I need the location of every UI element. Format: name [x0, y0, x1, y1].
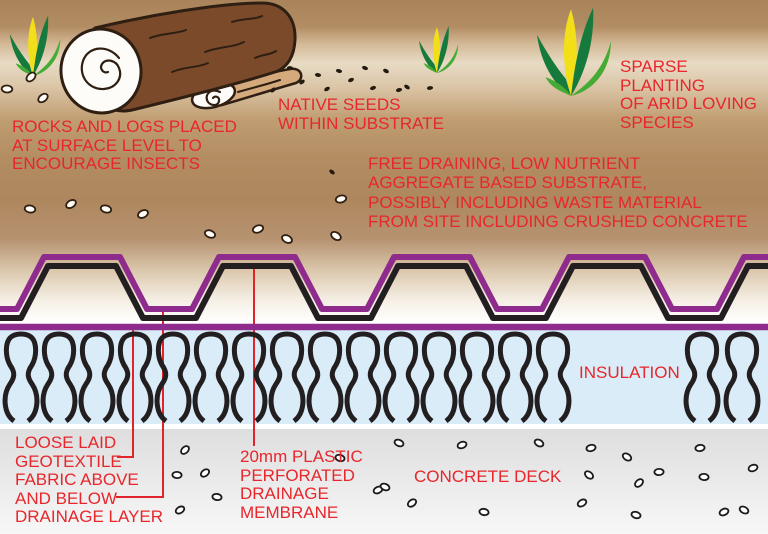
concrete-speckle [393, 438, 405, 448]
label-native-seeds: NATIVE SEEDS WITHIN SUBSTRATE [278, 95, 444, 133]
seed [329, 169, 335, 175]
label-drainage-membrane: 20mm PLASTIC PERFORATED DRAINAGE MEMBRAN… [240, 447, 363, 522]
seed [426, 86, 434, 90]
seed [324, 86, 330, 92]
aggregate-particle [203, 229, 217, 239]
seed-cluster [270, 65, 434, 175]
concrete-speckle [456, 440, 468, 450]
seed [383, 68, 389, 74]
concrete-speckle [576, 498, 588, 508]
insulation-loop [2, 331, 40, 424]
aggregate-particle [65, 199, 77, 209]
aggregate-particle [37, 92, 49, 104]
insulation-loop [154, 331, 192, 424]
insulation-loop [230, 331, 268, 424]
leader-lines [116, 268, 255, 498]
insulation-loops [2, 331, 761, 424]
aggregate-particle [99, 204, 113, 214]
concrete-speckle [747, 463, 759, 473]
concrete-speckle [630, 510, 642, 520]
geotextile-upper-line [0, 254, 768, 312]
drainage-membrane-line [0, 263, 768, 321]
concrete-speckle [738, 505, 750, 515]
label-rocks-logs: ROCKS AND LOGS PLACED AT SURFACE LEVEL T… [12, 117, 237, 173]
seed [395, 88, 403, 92]
concrete-speckle [694, 443, 706, 453]
insulation-loop [496, 331, 534, 424]
concrete-speckle [406, 498, 418, 508]
concrete-speckle [621, 452, 633, 462]
concrete-speckle [584, 470, 594, 480]
concrete-speckle [634, 478, 644, 488]
concrete-speckle [334, 453, 346, 463]
seed [335, 68, 343, 74]
insulation-loop [40, 331, 78, 424]
aggregate-particle [0, 84, 14, 94]
seed [362, 65, 368, 71]
seed [404, 84, 410, 90]
concrete-speckle [211, 492, 223, 502]
concrete-speckle [174, 505, 186, 515]
insulation-loop [382, 331, 420, 424]
concrete-speckle [698, 472, 710, 482]
insulation-loop [344, 331, 382, 424]
leader-line-geotextile-above [116, 311, 164, 498]
concrete-speckle [200, 468, 210, 478]
log-illustration [59, 1, 297, 115]
label-insulation: INSULATION [579, 363, 680, 382]
insulation-loop [723, 331, 761, 424]
aggregate-particle [334, 194, 348, 204]
insulation-loop [534, 331, 572, 424]
insulation-loop [420, 331, 458, 424]
insulation-loop [683, 331, 721, 424]
aggregate-particle [281, 234, 293, 244]
aggregate-particle [25, 71, 37, 83]
seed [270, 87, 276, 93]
concrete-speckle [478, 507, 490, 517]
plant-tuft-middle [419, 26, 459, 74]
seed [299, 79, 305, 85]
concrete-speckle [180, 445, 190, 455]
label-geotextile: LOOSE LAID GEOTEXTILE FABRIC ABOVE AND B… [15, 433, 164, 526]
label-substrate: FREE DRAINING, LOW NUTRIENT AGGREGATE BA… [368, 154, 748, 232]
aggregate-particle [137, 209, 149, 219]
insulation-loop [116, 331, 154, 424]
concrete-speckle [585, 443, 597, 453]
insulation-loop [268, 331, 306, 424]
seed [370, 85, 376, 91]
seed [348, 77, 354, 83]
growth-ring-spiral [80, 47, 122, 91]
aggregate-particle [251, 224, 265, 234]
leader-line-geotextile-below [117, 329, 134, 458]
plant-tuft-left [9, 15, 61, 76]
concrete-speckle [653, 467, 665, 477]
insulation-loop [192, 331, 230, 424]
concrete-speckle [533, 438, 545, 448]
concrete-speckle [379, 482, 391, 492]
insulation-loop [306, 331, 344, 424]
aggregate-particles [0, 71, 348, 244]
concrete-speckles [171, 438, 759, 520]
label-concrete-deck: CONCRETE DECK [414, 467, 562, 486]
concrete-speckle [718, 507, 730, 517]
aggregate-particle [330, 230, 342, 242]
concrete-speckle [171, 470, 183, 480]
label-sparse-planting: SPARSE PLANTING OF ARID LOVING SPECIES [620, 57, 757, 132]
seed [314, 73, 322, 77]
aggregate-particle [23, 204, 37, 214]
insulation-loop [458, 331, 496, 424]
seed [286, 66, 294, 70]
insulation-loop [78, 331, 116, 424]
plant-tuft-right [537, 7, 611, 97]
